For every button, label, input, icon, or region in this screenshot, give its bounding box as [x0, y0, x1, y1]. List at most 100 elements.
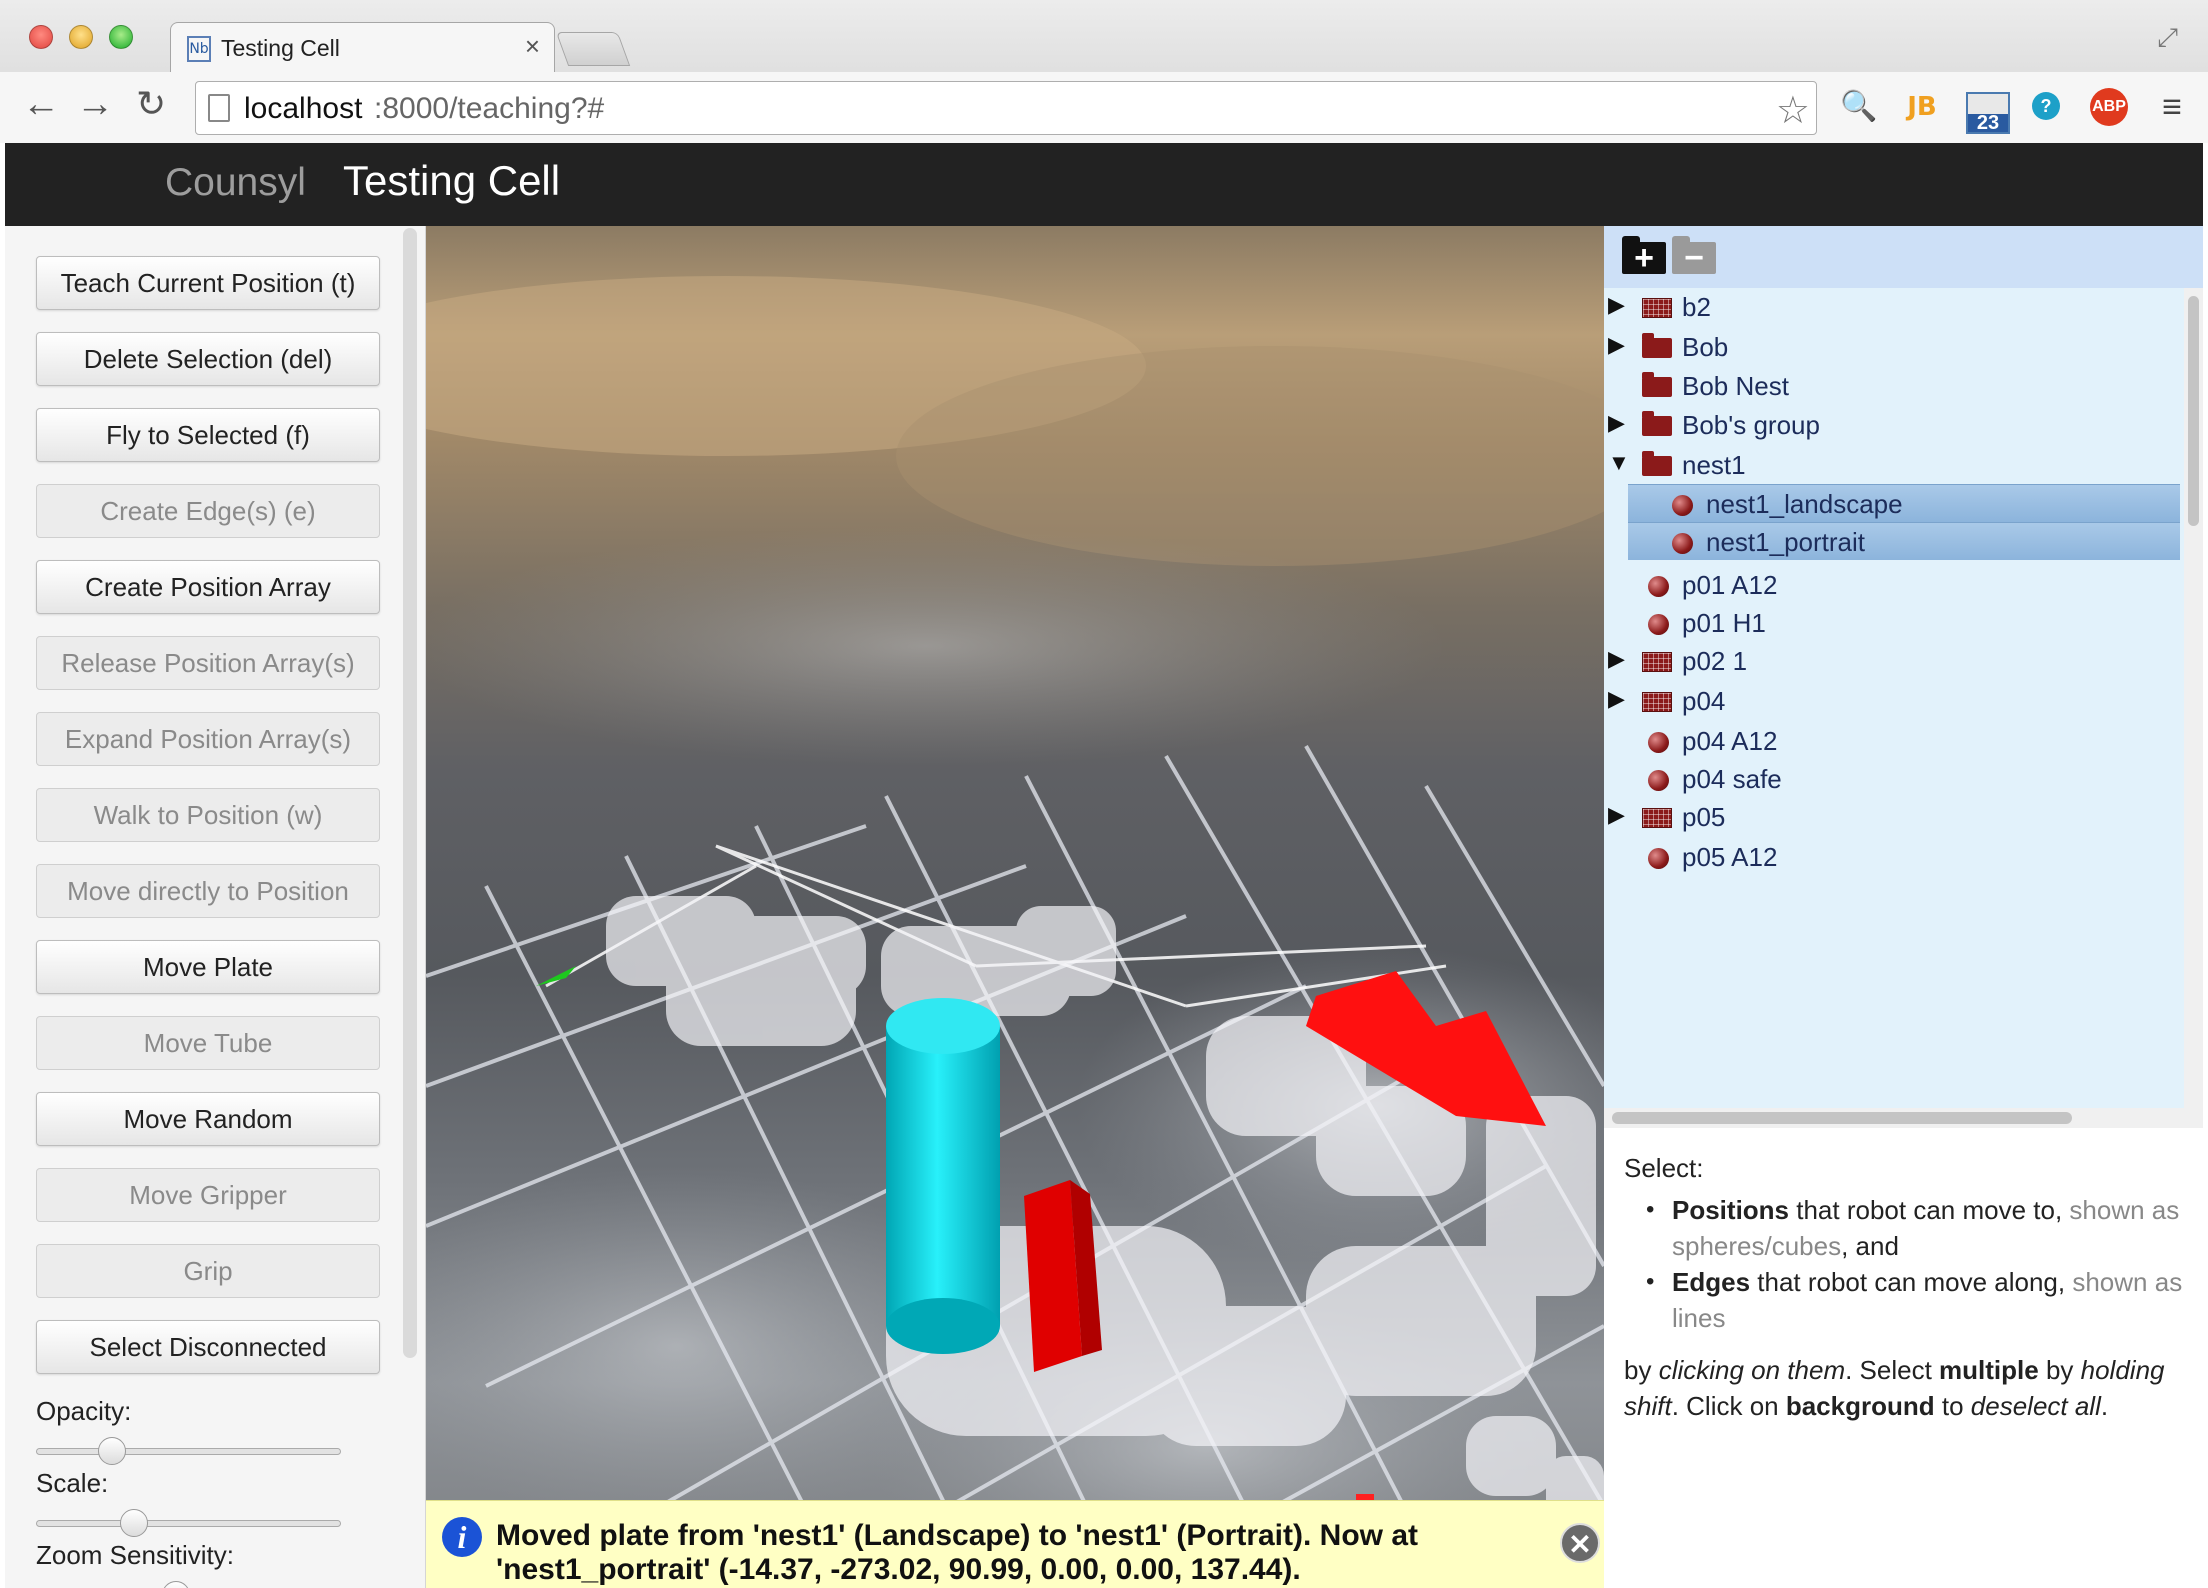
add-folder-icon[interactable]: +	[1622, 236, 1666, 275]
help-item-edges: Edges that robot can move along, shown a…	[1640, 1264, 2194, 1336]
tree-item-p01-h1[interactable]: p01 H1	[1604, 604, 2184, 642]
scale-slider-thumb[interactable]	[120, 1509, 149, 1537]
app-navbar: Counsyl Testing Cell	[5, 143, 2203, 226]
calendar-extension-icon[interactable]: 23	[1966, 92, 2010, 134]
tree-item-p04[interactable]: ▶p04	[1604, 682, 2184, 720]
status-notification: i Moved plate from 'nest1' (Landscape) t…	[426, 1500, 1604, 1588]
grip-button[interactable]: Grip	[36, 1244, 380, 1298]
brand-link[interactable]: Counsyl	[165, 161, 306, 204]
tree-item-p05[interactable]: ▶p05	[1604, 798, 2184, 836]
position-array-icon	[1642, 808, 1672, 828]
folder-icon	[1642, 411, 1672, 436]
help-text: . Click on	[1671, 1391, 1786, 1421]
adblock-extension-icon[interactable]: ABP	[2090, 88, 2128, 126]
expand-arrow-icon[interactable]: ▶	[1608, 332, 1625, 357]
expand-arrow-icon[interactable]: ▶	[1608, 802, 1625, 827]
fly-to-selected-button[interactable]: Fly to Selected (f)	[36, 408, 380, 462]
bookmark-star-icon[interactable]: ☆	[1775, 90, 1810, 132]
tree-item-bob-s-group[interactable]: ▶ Bob's group	[1604, 406, 2184, 444]
close-window-button[interactable]	[29, 25, 53, 49]
help-text: by	[1624, 1355, 1659, 1385]
help-term-edges: Edges	[1672, 1267, 1751, 1297]
tree-item-label: p01 A12	[1682, 570, 1778, 600]
tree-item-bob-nest[interactable]: Bob Nest	[1604, 367, 2184, 405]
release-position-array-button[interactable]: Release Position Array(s)	[36, 636, 380, 690]
tree-vertical-scrollbar-thumb[interactable]	[2188, 296, 2199, 526]
info-icon: i	[442, 1517, 482, 1557]
tree-item-nest1[interactable]: ▼nest1	[1604, 446, 2184, 484]
forward-icon[interactable]: →	[76, 83, 114, 125]
opacity-slider-thumb[interactable]	[97, 1437, 126, 1465]
folder-icon	[1642, 372, 1672, 397]
move-plate-button[interactable]: Move Plate	[36, 940, 380, 994]
close-tab-icon[interactable]: ×	[524, 31, 540, 61]
page-title[interactable]: Testing Cell	[343, 157, 561, 204]
walk-to-position-button[interactable]: Walk to Position (w)	[36, 788, 380, 842]
panel-scrollbar[interactable]	[403, 228, 417, 1358]
scene-canvas[interactable]	[426, 226, 1604, 1588]
3d-viewport[interactable]	[426, 226, 1604, 1588]
info-extension-icon[interactable]: ?	[2032, 92, 2060, 120]
close-notification-icon[interactable]: ✕	[1560, 1523, 1600, 1563]
tree-item-nest1-landscape[interactable]: nest1_landscape	[1628, 484, 2180, 522]
tree-vertical-scrollbar[interactable]	[2184, 288, 2203, 1108]
tree-item-label: b2	[1682, 292, 1711, 322]
expand-arrow-icon[interactable]: ▶	[1608, 292, 1625, 317]
move-gripper-button[interactable]: Move Gripper	[36, 1168, 380, 1222]
zoom-window-button[interactable]	[109, 25, 133, 49]
tree-item-label: nest1_portrait	[1706, 527, 1865, 557]
tree-item-p01-a12[interactable]: p01 A12	[1604, 566, 2184, 604]
select-disconnected-button[interactable]: Select Disconnected	[36, 1320, 380, 1374]
tree-item-p04-safe[interactable]: p04 safe	[1604, 760, 2184, 798]
fullscreen-icon[interactable]: ⤢	[2157, 22, 2178, 52]
opacity-slider[interactable]	[36, 1437, 341, 1465]
help-emphasis: holding shift	[1624, 1355, 2165, 1421]
tree-item-label: nest1_landscape	[1706, 489, 1903, 519]
delete-selection-button[interactable]: Delete Selection (del)	[36, 332, 380, 386]
tree-item-label: p04 safe	[1682, 764, 1782, 794]
tree-item-b2[interactable]: ▶ b2	[1604, 288, 2184, 326]
help-item-positions: Positions that robot can move to, shown …	[1640, 1192, 2194, 1264]
tree-item-label: Bob's group	[1682, 410, 1820, 440]
new-tab-button[interactable]	[555, 32, 631, 66]
help-text: .	[2100, 1391, 2109, 1421]
position-sphere-icon	[1648, 770, 1669, 791]
address-bar[interactable]: localhost :8000/teaching?# ☆	[195, 81, 1817, 135]
menu-icon[interactable]: ≡	[2162, 88, 2182, 126]
tree-horizontal-scrollbar-thumb[interactable]	[1612, 1112, 2072, 1124]
remove-folder-icon[interactable]: −	[1672, 236, 1716, 275]
jetbrains-extension-icon[interactable]: JB	[1907, 92, 1937, 122]
folder-icon	[1642, 333, 1672, 358]
position-sphere-icon	[1672, 495, 1693, 516]
expand-position-array-button[interactable]: Expand Position Array(s)	[36, 712, 380, 766]
teach-current-position-button[interactable]: Teach Current Position (t)	[36, 256, 380, 310]
position-sphere-icon	[1648, 848, 1669, 869]
create-edge-button[interactable]: Create Edge(s) (e)	[36, 484, 380, 538]
tree-item-p02-1[interactable]: ▶p02 1	[1604, 642, 2184, 680]
position-sphere-icon	[1648, 576, 1669, 597]
expand-arrow-icon[interactable]: ▶	[1608, 646, 1625, 671]
url-host: localhost	[244, 92, 363, 125]
tree-item-p04-a12[interactable]: p04 A12	[1604, 722, 2184, 760]
zoom-sensitivity-slider-thumb[interactable]	[161, 1581, 190, 1588]
tree-item-label: p05 A12	[1682, 842, 1778, 872]
move-directly-to-position-button[interactable]: Move directly to Position	[36, 864, 380, 918]
help-paragraph: by clicking on them. Select multiple by …	[1624, 1352, 2194, 1424]
collapse-arrow-icon[interactable]: ▼	[1608, 450, 1630, 475]
scale-slider[interactable]	[36, 1509, 341, 1537]
selected-plate-highlight	[1306, 971, 1546, 1126]
create-position-array-button[interactable]: Create Position Array	[36, 560, 380, 614]
back-icon[interactable]: ←	[22, 83, 60, 125]
minimize-window-button[interactable]	[69, 25, 93, 49]
tree-item-nest1-portrait[interactable]: nest1_portrait	[1628, 522, 2180, 560]
reload-icon[interactable]: ↻	[136, 83, 167, 124]
tree-horizontal-scrollbar[interactable]	[1604, 1108, 2203, 1128]
search-extension-icon[interactable]: 🔍	[1840, 90, 1878, 123]
move-random-button[interactable]: Move Random	[36, 1092, 380, 1146]
tree-item-p05-a12[interactable]: p05 A12	[1604, 838, 2184, 876]
expand-arrow-icon[interactable]: ▶	[1608, 686, 1625, 711]
tree-item-bob[interactable]: ▶Bob	[1604, 328, 2184, 366]
expand-arrow-icon[interactable]: ▶	[1608, 410, 1625, 435]
move-tube-button[interactable]: Move Tube	[36, 1016, 380, 1070]
browser-tab[interactable]: Nb Testing Cell ×	[170, 22, 555, 72]
